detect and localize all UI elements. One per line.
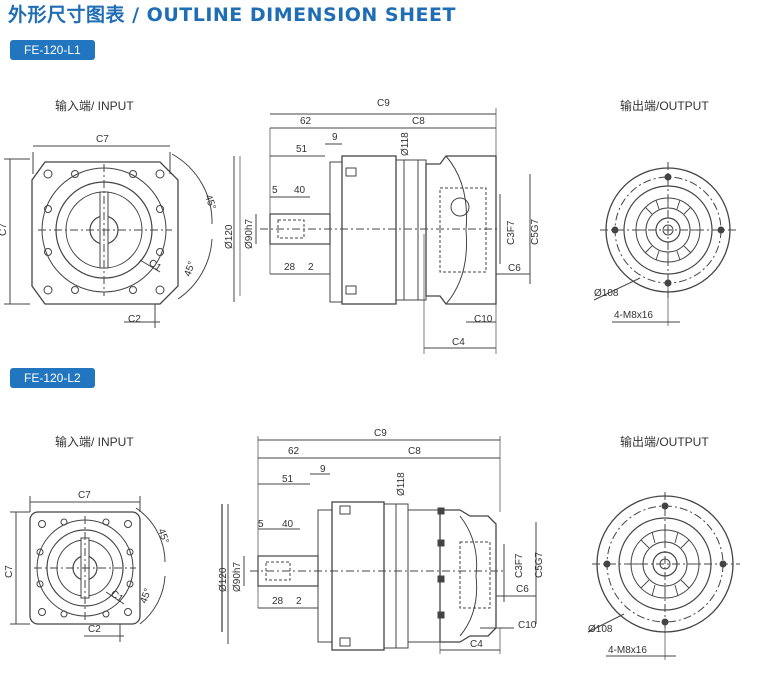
output-flange-view: Ø108 4-M8x16 (593, 162, 738, 326)
dim-c2: C2 (88, 624, 101, 635)
input-label: 输入端/ INPUT (55, 98, 134, 113)
dim-d118: Ø118 (400, 132, 411, 156)
side-view: C9 62 C8 9 51 5 40 Ø120 (224, 98, 541, 354)
dim-c3: C3F7 (506, 220, 517, 245)
dim-c3: C3F7 (514, 553, 525, 578)
dim-d120: Ø120 (224, 224, 235, 249)
dim-c10: C10 (474, 314, 493, 325)
input-flange-view: C7 C7 45° 45° C1 C2 (0, 134, 218, 328)
dim-28: 28 (284, 262, 296, 273)
dim-c9: C9 (374, 428, 387, 439)
angle-top: 45° (202, 193, 218, 211)
angle-bottom: 45° (182, 260, 198, 278)
dim-51: 51 (296, 144, 308, 155)
drawing-fe-120-l1: 输入端/ INPUT 输出端/OUTPUT C7 C7 45° 45° (0, 98, 738, 354)
dim-5: 5 (258, 519, 264, 530)
dim-51: 51 (282, 474, 294, 485)
dim-c2: C2 (128, 314, 141, 325)
dim-m8: 4-M8x16 (614, 310, 653, 321)
dim-c6: C6 (508, 263, 521, 274)
dim-c8: C8 (408, 446, 421, 457)
model-badge-l2: FE-120-L2 (10, 368, 95, 388)
dim-c7: C7 (78, 490, 91, 501)
dim-2: 2 (308, 262, 314, 273)
input-label: 输入端/ INPUT (55, 434, 134, 449)
dim-m8: 4-M8x16 (608, 645, 647, 656)
dim-c7-side: C7 (4, 565, 15, 578)
dim-62: 62 (288, 446, 300, 457)
side-view: C9 62 C8 9 51 5 40 Ø120 Ø90h7 (218, 428, 545, 654)
output-label: 输出端/OUTPUT (620, 98, 709, 113)
page-title: 外形尺寸图表 / OUTLINE DIMENSION SHEET (8, 3, 456, 26)
dim-d90: Ø90h7 (244, 219, 255, 249)
dim-40: 40 (282, 519, 294, 530)
output-label: 输出端/OUTPUT (620, 434, 709, 449)
dim-2: 2 (296, 596, 302, 607)
dim-c8: C8 (412, 116, 425, 127)
dim-d120: Ø120 (218, 567, 229, 592)
dim-c4: C4 (452, 337, 465, 348)
dim-40: 40 (294, 185, 306, 196)
model-badge-l1: FE-120-L1 (10, 40, 95, 60)
dim-d108: Ø108 (594, 288, 619, 299)
dim-c7: C7 (96, 134, 109, 145)
dim-d118: Ø118 (396, 472, 407, 496)
dim-c6: C6 (516, 584, 529, 595)
dim-d90: Ø90h7 (232, 562, 243, 592)
dim-c5: C5G7 (530, 218, 541, 245)
input-bolt-holes (36, 518, 134, 618)
page-header: 外形尺寸图表 / OUTLINE DIMENSION SHEET (8, 0, 456, 26)
dim-5: 5 (272, 185, 278, 196)
dim-c4: C4 (470, 639, 483, 650)
input-flange-view: C7 C7 45° 45° C1 C2 (4, 490, 171, 642)
dim-c1: C1 (146, 257, 163, 274)
dim-c10: C10 (518, 620, 537, 631)
dim-c5: C5G7 (534, 551, 545, 578)
dim-c7-side: C7 (0, 223, 9, 236)
dim-c9: C9 (377, 98, 390, 109)
dim-c1: C1 (108, 588, 125, 605)
drawing-fe-120-l2: 输入端/ INPUT 输出端/OUTPUT C7 C7 45° 45° (4, 428, 740, 660)
angle-top: 45° (155, 527, 171, 545)
dim-9: 9 (332, 132, 338, 143)
angle-bottom: 45° (138, 587, 154, 605)
dim-d108: Ø108 (588, 624, 613, 635)
input-bolt-holes (43, 169, 165, 295)
dim-9: 9 (320, 464, 326, 475)
dim-28: 28 (272, 596, 284, 607)
output-flange-view: Ø108 4-M8x16 (587, 492, 740, 660)
dim-62: 62 (300, 116, 312, 127)
